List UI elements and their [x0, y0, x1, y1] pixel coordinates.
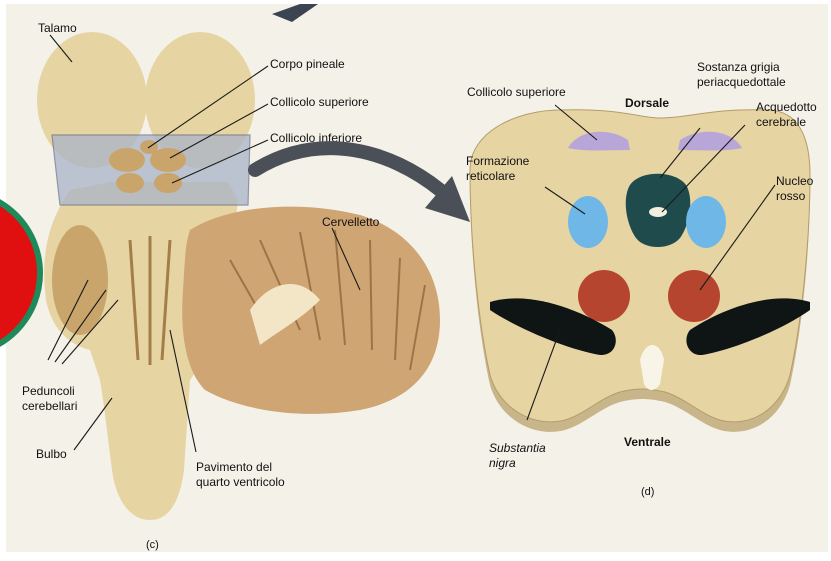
cerebellar-peduncles — [52, 225, 108, 335]
label-sostanza-line2: periacquedottale — [697, 75, 786, 89]
label-peduncoli-line1: Peduncoli — [22, 384, 75, 398]
label-sostanza-line1: Sostanza grigia — [697, 60, 780, 74]
red-nucleus-left — [578, 270, 630, 322]
label-formazione-line1: Formazione — [466, 154, 530, 168]
reticular-formation-right — [686, 196, 726, 248]
label-formazione-line2: reticolare — [466, 169, 516, 183]
label-collicolo-superiore-c: Collicolo superiore — [270, 95, 369, 109]
panel-d-label: (d) — [641, 486, 654, 498]
label-ventrale: Ventrale — [624, 435, 671, 449]
left-inferior-colliculus — [116, 173, 144, 193]
label-substantia-line2: nigra — [489, 456, 516, 470]
label-dorsale: Dorsale — [625, 96, 669, 110]
right-inferior-colliculus — [154, 173, 182, 193]
label-acquedotto-line2: cerebrale — [756, 115, 806, 129]
left-superior-colliculus — [109, 148, 145, 172]
label-cervelletto: Cervelletto — [322, 215, 380, 229]
label-substantia-line1: Substantia — [489, 441, 546, 455]
cerebellum — [182, 207, 440, 414]
label-acquedotto-line1: Acquedotto — [756, 100, 817, 114]
cerebral-aqueduct — [649, 207, 667, 217]
label-nucleo-line1: Nucleo — [776, 174, 814, 188]
red-nucleus-right — [668, 270, 720, 322]
panel-c-label: (c) — [146, 539, 159, 551]
label-talamo: Talamo — [38, 21, 77, 35]
label-pavimento-line2: quarto ventricolo — [196, 475, 285, 489]
label-peduncoli-line2: cerebellari — [22, 399, 77, 413]
label-corpo-pineale: Corpo pineale — [270, 57, 345, 71]
label-pavimento-line1: Pavimento del — [196, 460, 272, 474]
reticular-formation-left — [568, 196, 608, 248]
label-nucleo-line2: rosso — [776, 189, 806, 203]
label-collicolo-superiore-d: Collicolo superiore — [467, 85, 566, 99]
label-bulbo: Bulbo — [36, 447, 67, 461]
